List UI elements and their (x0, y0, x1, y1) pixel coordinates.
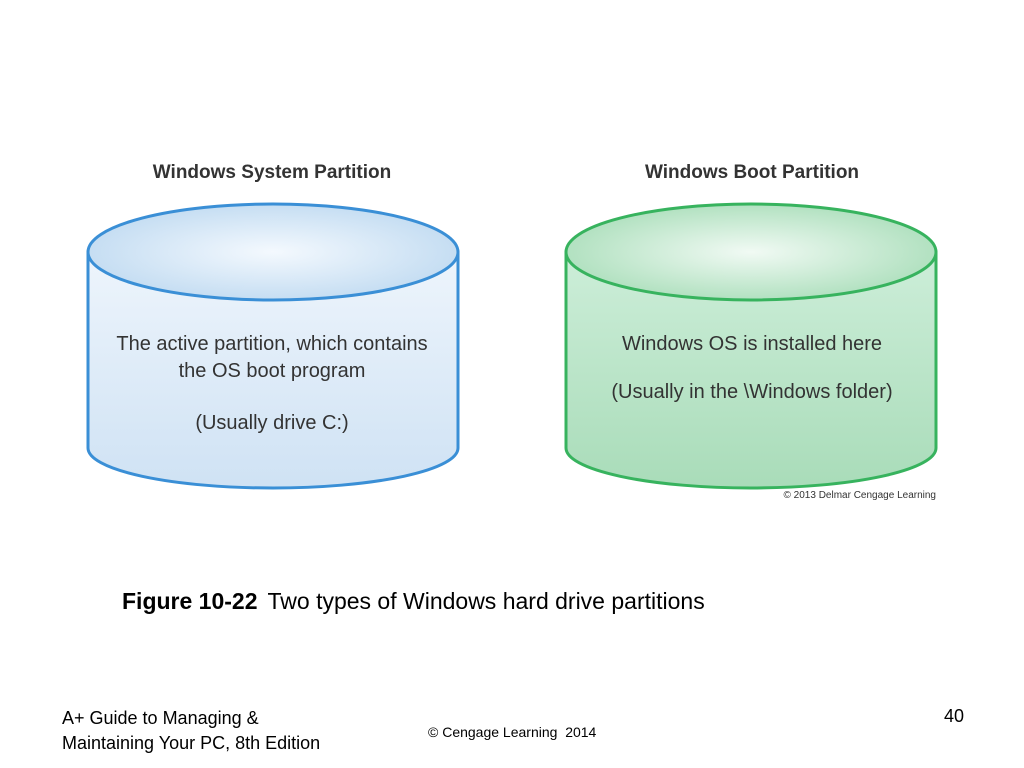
page-number: 40 (943, 706, 964, 726)
boot-partition-cylinder (564, 202, 938, 490)
system-partition-title: Windows System Partition (153, 162, 391, 183)
boot-partition-note: (Usually in the \Windows folder) (611, 381, 892, 403)
system-partition-note: (Usually drive C:) (195, 412, 348, 434)
footer-book-line2: Maintaining Your PC, 8th Edition (62, 733, 321, 753)
boot-partition-line1: Windows OS is installed here (622, 333, 882, 355)
system-partition-line2: the OS boot program (179, 360, 366, 382)
system-partition-cylinder (86, 202, 460, 490)
partition-diagram: Windows System Partition The active part… (86, 162, 938, 501)
figure-caption-text: Two types of Windows hard drive partitio… (267, 588, 705, 614)
image-credit: © 2013 Delmar Cengage Learning (784, 490, 936, 501)
footer-book-title: A+ Guide to Managing & Maintaining Your … (62, 706, 382, 756)
footer-book-line1: A+ Guide to Managing & (62, 708, 259, 728)
figure-caption: Figure 10-22 Two types of Windows hard dr… (122, 588, 705, 615)
boot-partition-title: Windows Boot Partition (645, 162, 859, 183)
system-partition-line1: The active partition, which contains (116, 333, 427, 355)
footer-copyright: © Cengage Learning 2014 (428, 724, 597, 740)
figure-number: Figure 10-22 (122, 588, 258, 614)
